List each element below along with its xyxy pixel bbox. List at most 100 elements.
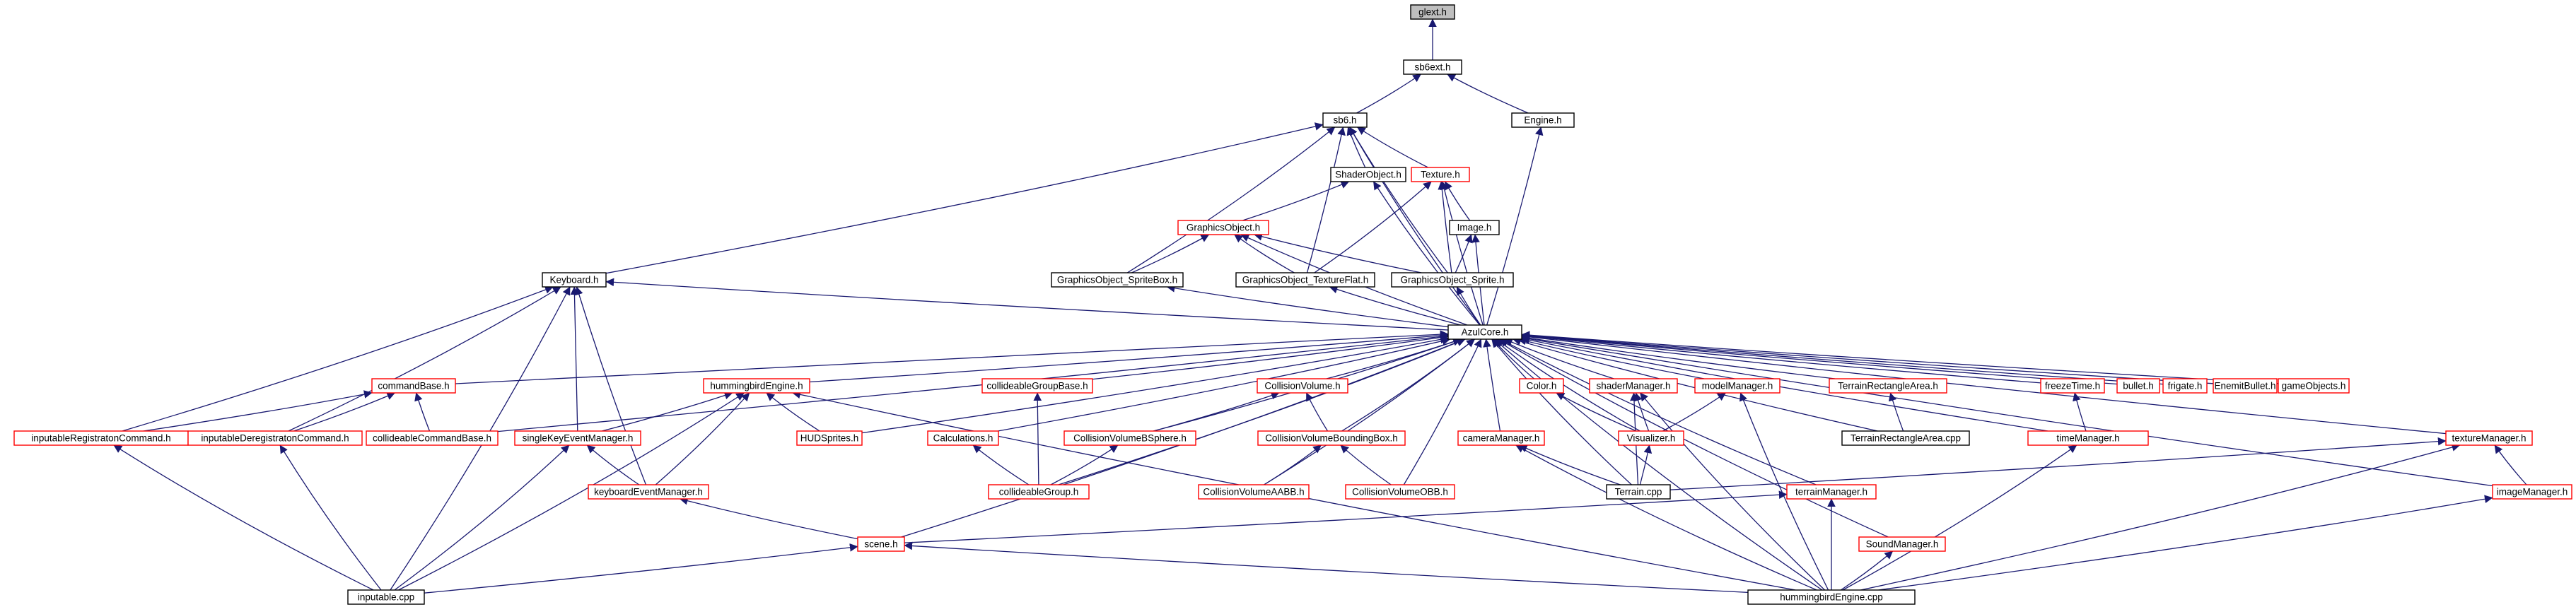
edge-shaderobj-to-sb6 [1346, 126, 1366, 168]
edge-hudsprites-to-azulcore [861, 335, 1449, 434]
node-label: inputableDeregistratonCommand.h [201, 433, 349, 444]
node-gameobj[interactable]: gameObjects.h [2278, 378, 2350, 394]
edge-engine-to-sb6ext [1447, 73, 1529, 114]
node-color[interactable]: Color.h [1519, 378, 1564, 394]
node-texture[interactable]: Texture.h [1411, 167, 1470, 182]
node-singlekey[interactable]: singleKeyEventManager.h [514, 430, 641, 446]
node-hudsprites[interactable]: HUDSprites.h [796, 430, 863, 446]
node-calc[interactable]: Calculations.h [927, 430, 999, 446]
node-box [1511, 112, 1575, 128]
node-label: inputableRegistratonCommand.h [31, 433, 170, 444]
node-terrectcpp[interactable]: TerrainRectangleArea.cpp [1841, 430, 1970, 446]
node-colobb[interactable]: CollisionVolumeOBB.h [1345, 484, 1455, 500]
node-kbevent[interactable]: keyboardEventManager.h [588, 484, 709, 500]
edge-inpreg-to-keyboard [122, 285, 554, 432]
node-soundmgr[interactable]: SoundManager.h [1858, 536, 1946, 552]
node-shadermgr[interactable]: shaderManager.h [1589, 378, 1678, 394]
node-label: collideableGroupBase.h [986, 381, 1088, 391]
node-colaabb[interactable]: CollisionVolumeAABB.h [1198, 484, 1310, 500]
node-shaderobj[interactable]: ShaderObject.h [1330, 167, 1406, 182]
node-gospritebox[interactable]: GraphicsObject_SpriteBox.h [1051, 272, 1184, 288]
edge-inputcpp-to-inpdereg [279, 444, 382, 591]
node-colbbox[interactable]: CollisionVolumeBoundingBox.h [1257, 430, 1406, 446]
node-box [1051, 272, 1184, 288]
node-hbengine[interactable]: hummingbirdEngine.h [703, 378, 810, 394]
node-label: sb6.h [1333, 115, 1356, 126]
node-label: terrainManager.h [1795, 487, 1867, 497]
node-enemybullet[interactable]: EnemitBullet.h [2213, 378, 2278, 394]
node-texmgr[interactable]: textureManager.h [2445, 430, 2533, 446]
node-box [796, 430, 863, 446]
edge-enemybullet-to-azulcore [1521, 331, 2214, 384]
edge-terrect-to-azulcore [1521, 334, 1836, 379]
edge-terraincpp-to-visualizer [1639, 444, 1653, 485]
node-box [1330, 167, 1406, 182]
node-freeze[interactable]: freezeTime.h [2040, 378, 2105, 394]
node-camera[interactable]: cameraManager.h [1457, 430, 1545, 446]
node-graphobj[interactable]: GraphicsObject.h [1177, 220, 1269, 235]
edge-terraincpp-to-azulcore [1491, 338, 1632, 485]
node-label: Color.h [1527, 381, 1557, 391]
node-label: gameObjects.h [2282, 381, 2346, 391]
node-label: EnemitBullet.h [2214, 381, 2275, 391]
node-box [1177, 220, 1269, 235]
edge-gosprite-to-graphobj [1254, 232, 1422, 273]
node-gotexflat[interactable]: GraphicsObject_TextureFlat.h [1235, 272, 1375, 288]
node-box [703, 378, 810, 394]
node-engine[interactable]: Engine.h [1511, 112, 1575, 128]
edge-terraincpp-to-camera [1518, 444, 1621, 485]
node-frigate[interactable]: frigate.h [2162, 378, 2208, 394]
edge-cgbase-to-azulcore [1092, 333, 1449, 380]
node-collgroup[interactable]: collideableGroup.h [988, 484, 1090, 500]
node-label: textureManager.h [2452, 433, 2526, 444]
edge-collcmd-to-cmdbase [414, 392, 431, 432]
node-box [1589, 378, 1678, 394]
node-label: Keyboard.h [549, 275, 598, 285]
node-box [1618, 430, 1684, 446]
node-azulcore[interactable]: AzulCore.h [1447, 324, 1522, 340]
node-hbenginecpp[interactable]: hummingbirdEngine.cpp [1747, 589, 1916, 605]
node-label: GraphicsObject_Sprite.h [1400, 275, 1504, 285]
edge-inputcpp-to-scene [424, 543, 858, 594]
edge-terraincpp-to-texmgr [1669, 437, 2447, 490]
node-box [1403, 59, 1462, 75]
node-timemgr[interactable]: timeManager.h [2027, 430, 2149, 446]
node-collcmd[interactable]: collideableCommandBase.h [366, 430, 499, 446]
node-box [1447, 324, 1522, 340]
node-colbsphere[interactable]: CollisionVolumeBSphere.h [1063, 430, 1196, 446]
edge-imagemgr-to-azulcore [1521, 334, 2493, 487]
node-inpreg[interactable]: inputableRegistratonCommand.h [13, 430, 189, 446]
node-terrect[interactable]: TerrainRectangleArea.h [1829, 378, 1947, 394]
node-box [2445, 430, 2533, 446]
edge-terrectcpp-to-terrect [1888, 392, 1904, 432]
edge-gospritebox-to-sb6 [1126, 126, 1336, 273]
node-visualizer[interactable]: Visualizer.h [1618, 430, 1684, 446]
node-inputcpp[interactable]: inputable.cpp [347, 589, 425, 605]
node-terraincpp[interactable]: Terrain.cpp [1606, 484, 1671, 500]
edge-terrectcpp-to-azulcore [1513, 337, 1878, 432]
edge-modelmgr-to-azulcore [1517, 336, 1705, 379]
edge-hbenginecpp-to-azulcore [1493, 338, 1823, 591]
node-gosprite[interactable]: GraphicsObject_Sprite.h [1391, 272, 1514, 288]
edge-texmgr-to-azulcore [1521, 332, 2447, 435]
node-imagemgr[interactable]: imageManager.h [2492, 484, 2572, 500]
edge-inputcpp-to-inpreg [113, 444, 374, 591]
node-modelmgr[interactable]: modelManager.h [1694, 378, 1781, 394]
node-box [1841, 430, 1970, 446]
edge-colbbox-to-azulcore [1341, 338, 1475, 432]
node-bullet[interactable]: bullet.h [2116, 378, 2160, 394]
node-scene[interactable]: scene.h [857, 536, 905, 552]
node-glext[interactable]: glext.h [1410, 4, 1455, 20]
node-label: CollisionVolume.h [1264, 381, 1340, 391]
node-keyboard[interactable]: Keyboard.h [542, 272, 607, 288]
node-sb6[interactable]: sb6.h [1322, 112, 1368, 128]
node-cmdbase[interactable]: commandBase.h [371, 378, 456, 394]
node-cgbase[interactable]: collideableGroupBase.h [981, 378, 1093, 394]
node-colvol[interactable]: CollisionVolume.h [1257, 378, 1348, 394]
node-terrainmgr[interactable]: terrainManager.h [1786, 484, 1877, 500]
edge-azulcore-to-engine [1486, 126, 1544, 326]
node-image[interactable]: Image.h [1449, 220, 1500, 235]
node-inpdereg[interactable]: inputableDeregistratonCommand.h [187, 430, 363, 446]
node-box [1457, 430, 1545, 446]
node-sb6ext[interactable]: sb6ext.h [1403, 59, 1462, 75]
